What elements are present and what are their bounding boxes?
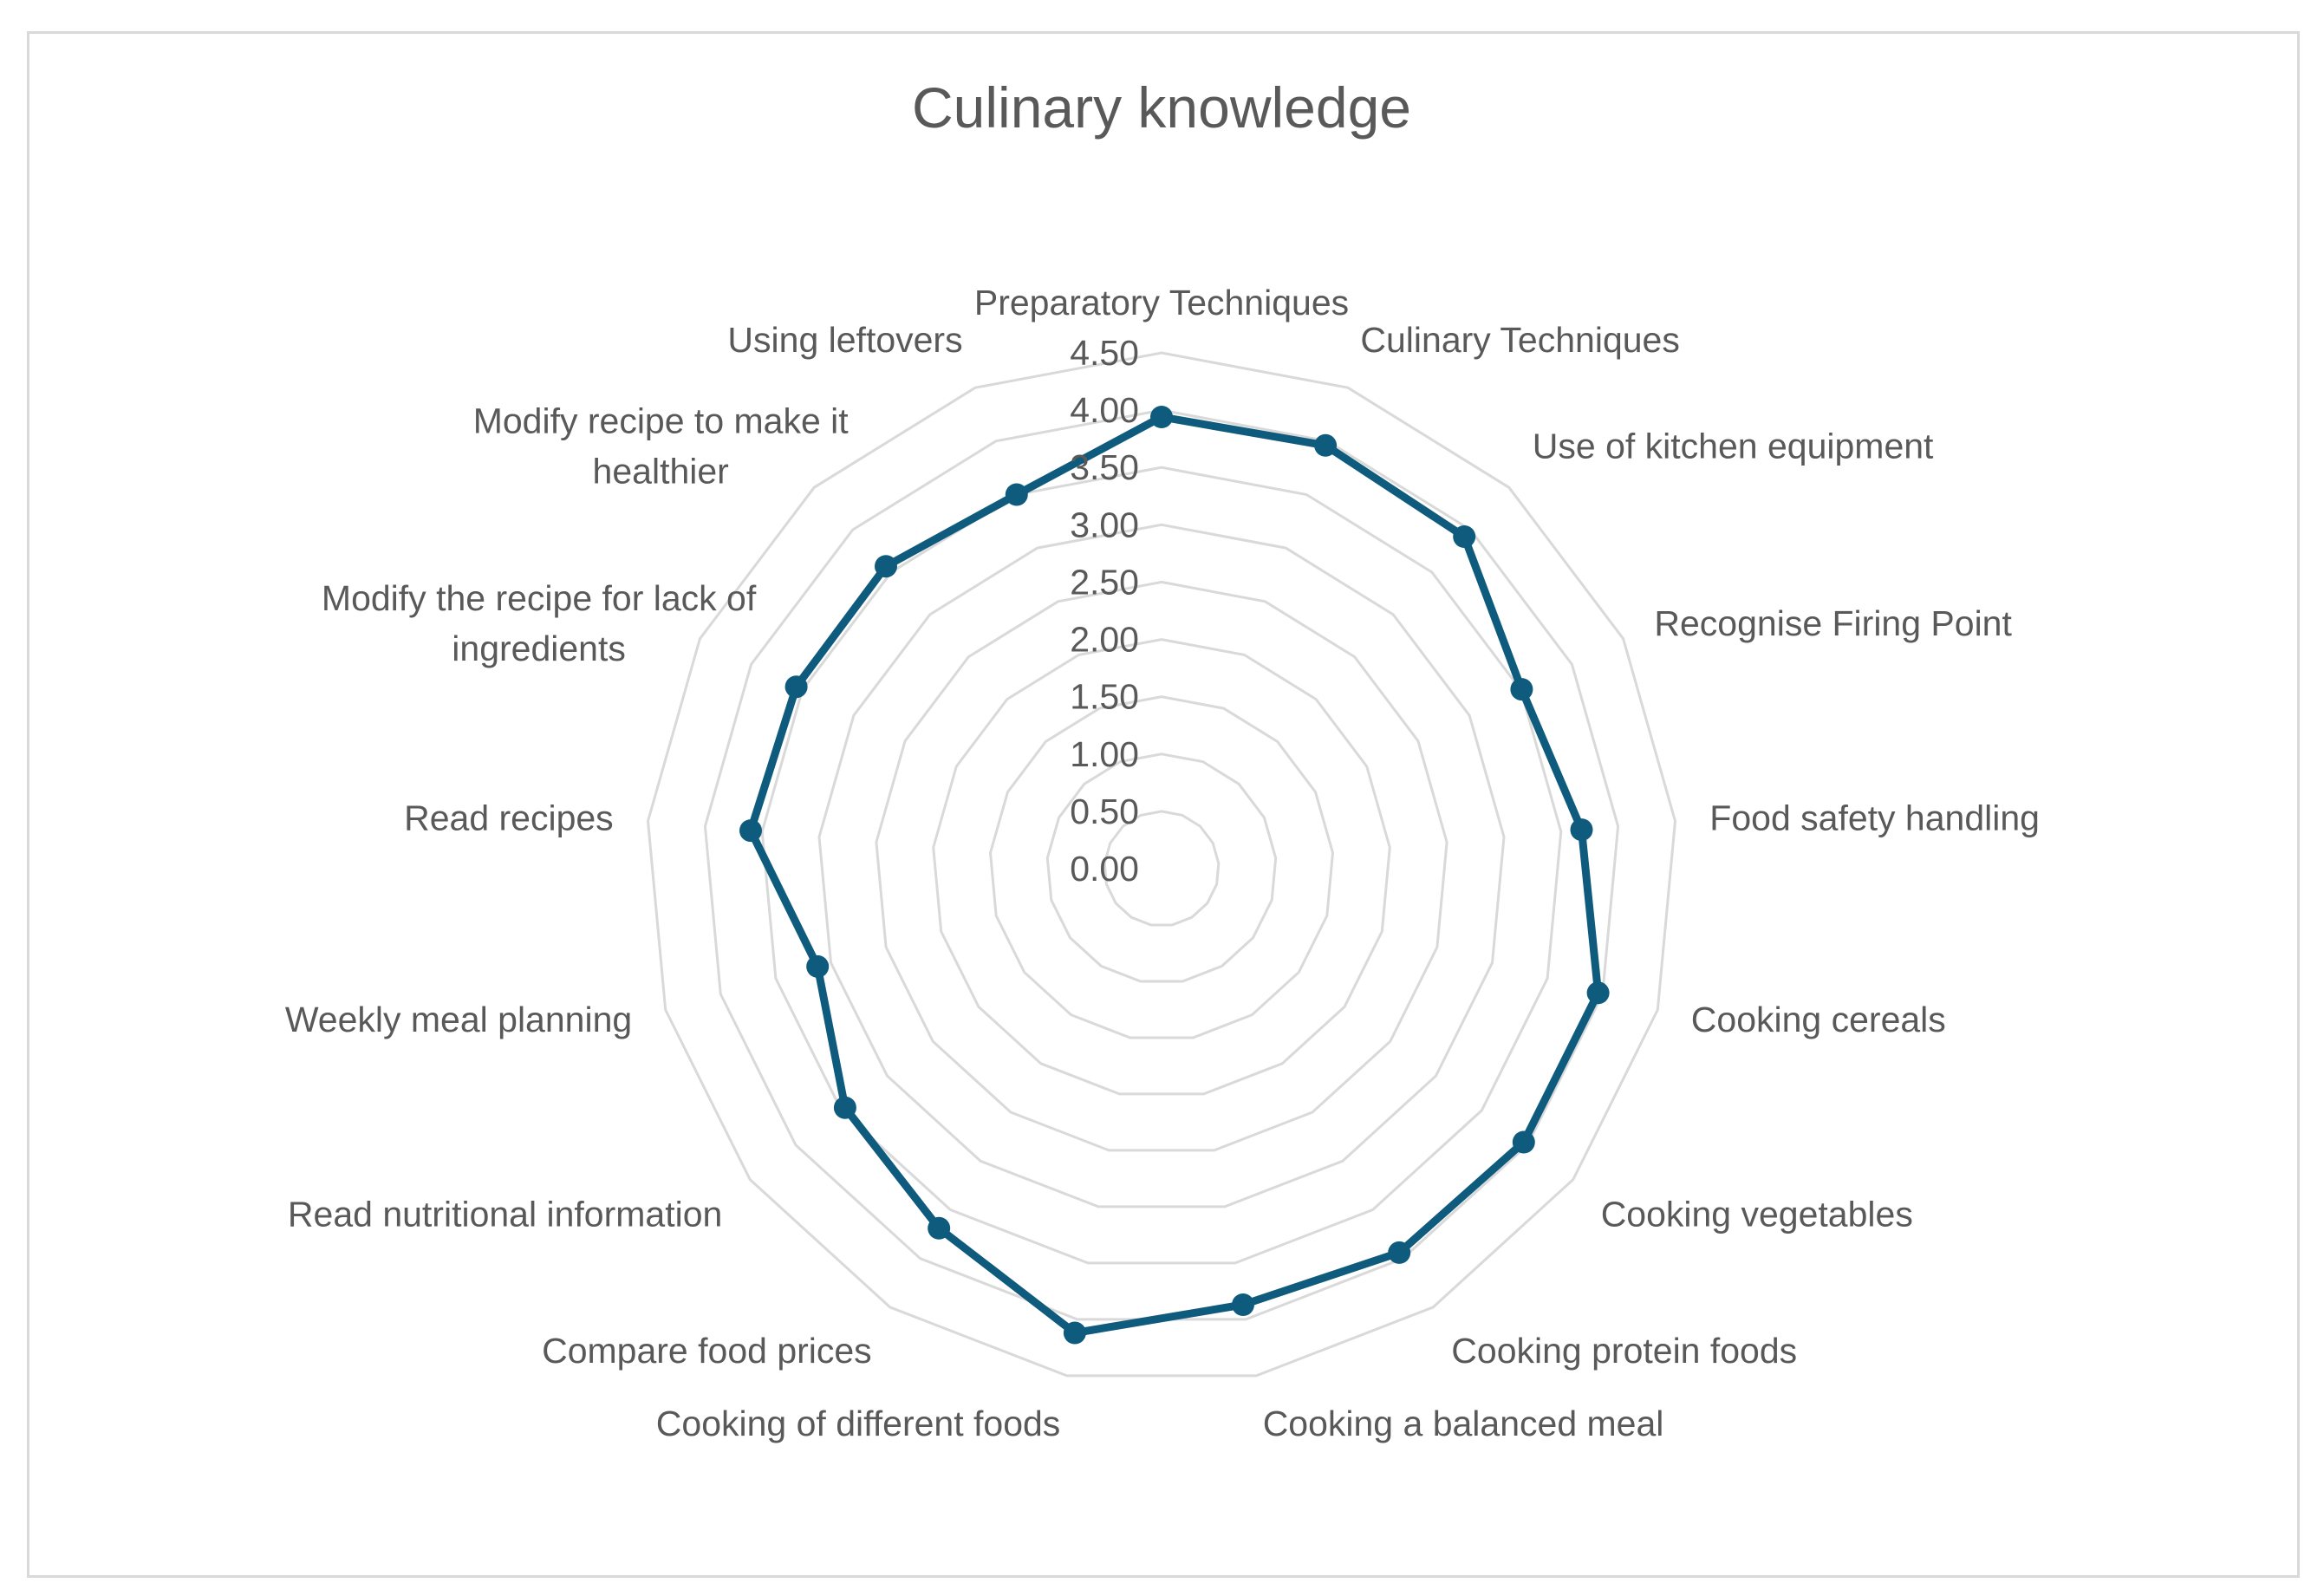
category-label-7: Cooking protein foods <box>1451 1331 1797 1371</box>
category-label-8: Cooking a balanced meal <box>1263 1404 1664 1443</box>
data-point-10 <box>928 1216 951 1240</box>
grid-ring-2 <box>1045 752 1278 983</box>
grid-ring-6 <box>817 523 1506 1208</box>
category-label-16: Using leftovers <box>727 320 962 360</box>
data-point-16 <box>1005 483 1028 506</box>
data-point-11 <box>833 1096 856 1119</box>
data-point-4 <box>1570 818 1593 842</box>
category-label-1: Culinary Techniques <box>1360 320 1679 360</box>
category-label-15-line-1: healthier <box>593 452 729 492</box>
category-label-6: Cooking vegetables <box>1601 1195 1913 1234</box>
category-label-0: Preparatory Techniques <box>974 283 1349 322</box>
grid-layer <box>646 351 1677 1378</box>
tick-label-9: 4.50 <box>1070 333 1139 373</box>
grid-ring-9 <box>646 351 1677 1378</box>
tick-label-8: 4.00 <box>1070 390 1139 430</box>
category-label-3: Recognise Firing Point <box>1654 603 2012 643</box>
tick-label-2: 1.00 <box>1070 734 1139 774</box>
category-label-11: Read nutritional information <box>288 1195 722 1234</box>
grid-ring-3 <box>988 695 1335 1039</box>
tick-label-5: 2.50 <box>1070 562 1139 602</box>
data-point-3 <box>1510 678 1533 701</box>
grid-ring-7 <box>760 466 1563 1265</box>
category-label-14-line-1: ingredients <box>452 629 626 668</box>
data-point-14 <box>784 675 808 699</box>
data-point-13 <box>739 819 762 843</box>
category-label-2: Use of kitchen equipment <box>1533 427 1934 466</box>
tick-label-1: 0.50 <box>1070 791 1139 831</box>
data-point-15 <box>875 555 897 578</box>
category-label-10: Compare food prices <box>542 1331 872 1371</box>
data-point-7 <box>1388 1241 1411 1264</box>
category-label-14-line-0: Modify the recipe for lack of <box>322 578 757 618</box>
data-point-6 <box>1512 1130 1535 1154</box>
data-point-9 <box>1063 1321 1086 1345</box>
category-label-5: Cooking cereals <box>1691 1000 1946 1039</box>
chart-title: Culinary knowledge <box>912 75 1411 140</box>
category-label-15-line-0: Modify recipe to make it <box>473 401 850 441</box>
grid-ring-4 <box>932 638 1391 1096</box>
category-label-12: Weekly meal planning <box>285 1000 632 1039</box>
data-point-12 <box>806 954 830 978</box>
grid-ring-1 <box>1103 810 1221 927</box>
data-point-0 <box>1150 406 1173 428</box>
tick-label-0: 0.00 <box>1070 849 1139 889</box>
category-label-4: Food safety handling <box>1709 798 2040 837</box>
data-point-2 <box>1453 525 1476 548</box>
data-point-8 <box>1232 1293 1254 1316</box>
category-label-9: Cooking of different foods <box>656 1404 1061 1443</box>
series-layer <box>739 406 1610 1345</box>
data-point-1 <box>1314 433 1338 457</box>
data-point-5 <box>1586 981 1610 1005</box>
tick-labels: 0.00 0.50 1.00 1.50 2.00 2.50 3.00 3.50 4.00 4.50 <box>1070 333 1139 889</box>
tick-label-4: 2.00 <box>1070 620 1139 660</box>
tick-label-6: 3.00 <box>1070 505 1139 544</box>
tick-label-3: 1.50 <box>1070 677 1139 717</box>
series-line-0 <box>746 413 1603 1337</box>
category-label-13: Read recipes <box>404 798 614 837</box>
grid-ring-5 <box>875 580 1448 1152</box>
tick-label-7: 3.50 <box>1070 447 1139 487</box>
